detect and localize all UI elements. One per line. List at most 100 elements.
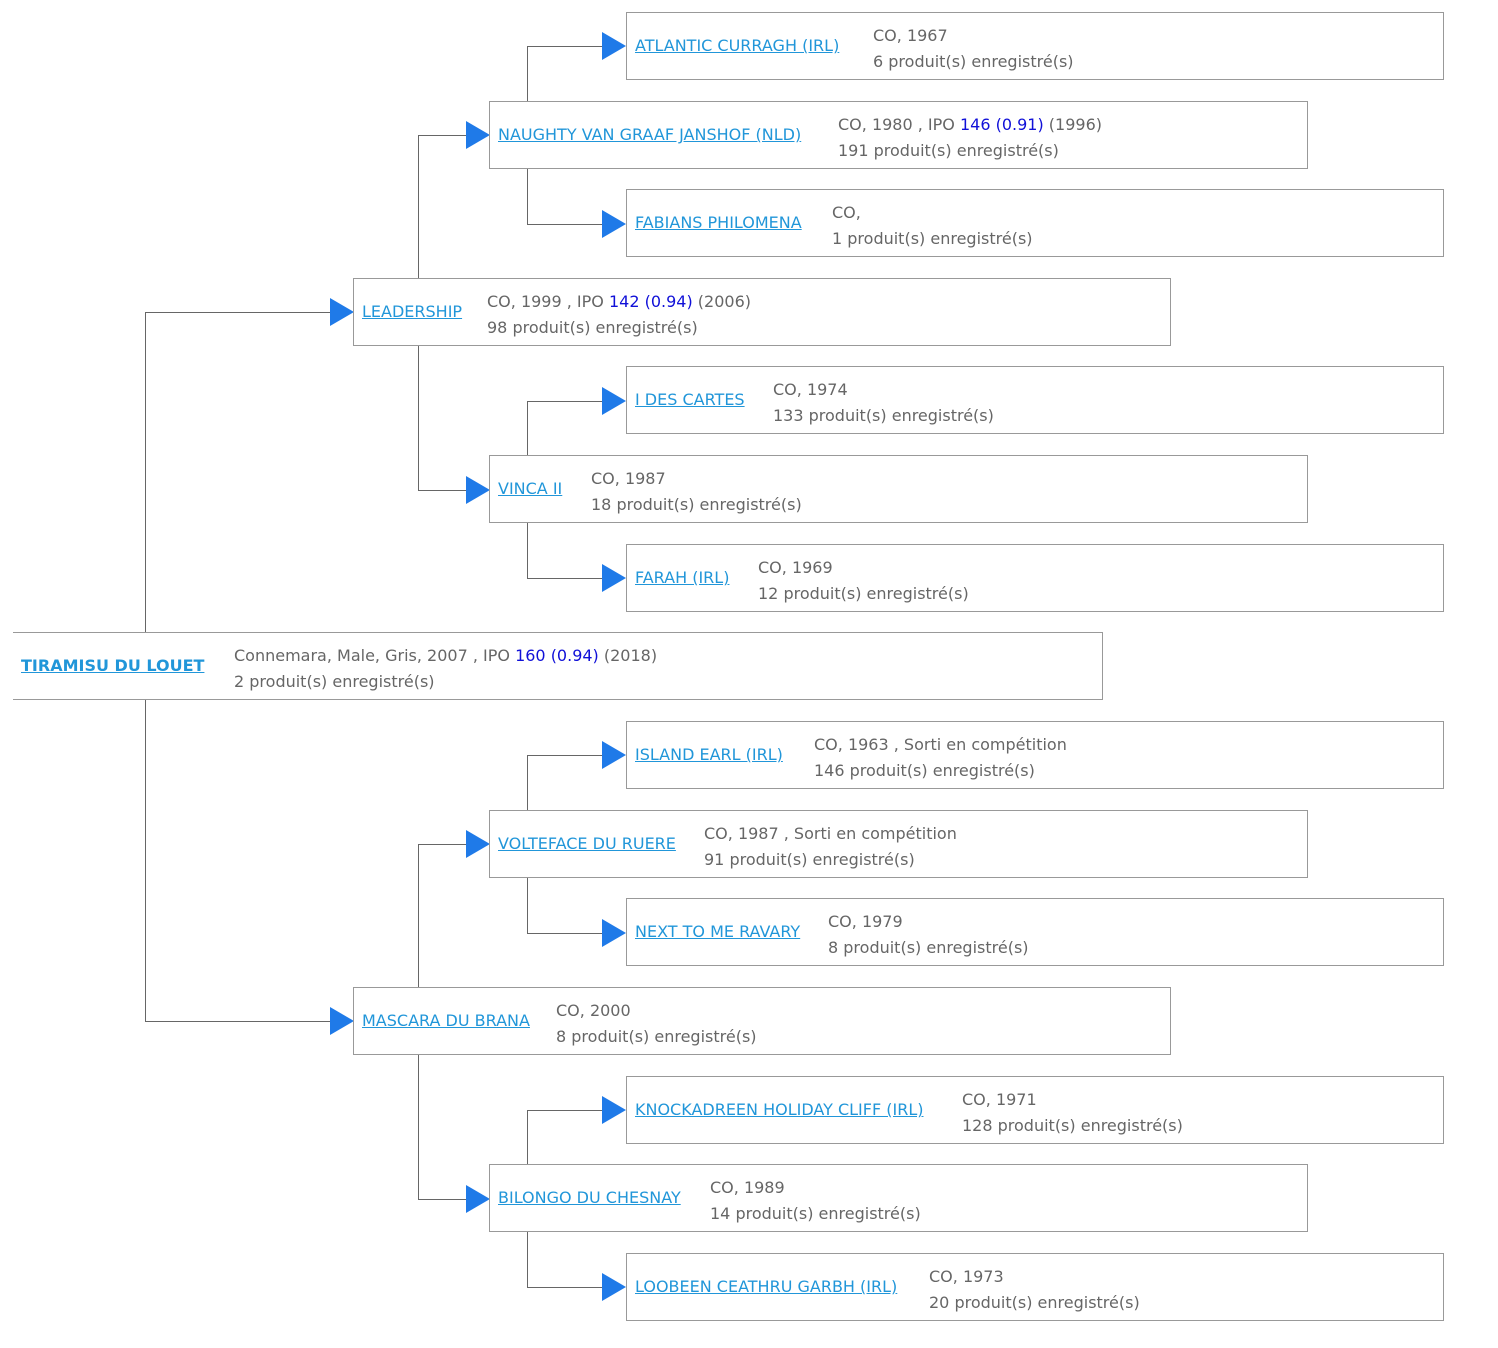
pedigree-box-dam-sire: VOLTEFACE DU RUERE CO, 1987 , Sorti en c… — [489, 810, 1308, 878]
pedigree-box-sire-sire: NAUGHTY VAN GRAAF JANSHOF (NLD) CO, 1980… — [489, 101, 1308, 169]
connector-line — [527, 578, 602, 579]
horse-products: 1 produit(s) enregistré(s) — [832, 229, 1033, 248]
connector-line — [527, 167, 528, 224]
pedigree-box-sire-dam-dam: FARAH (IRL) CO, 1969 12 produit(s) enreg… — [626, 544, 1444, 612]
connector-line — [418, 1199, 466, 1200]
horse-products: 128 produit(s) enregistré(s) — [962, 1116, 1183, 1135]
connector-line — [527, 755, 528, 810]
horse-info: CO, 1967 6 produit(s) enregistré(s) — [873, 23, 1074, 75]
horse-name-link[interactable]: I DES CARTES — [635, 390, 745, 409]
horse-info: CO, 1973 20 produit(s) enregistré(s) — [929, 1264, 1140, 1316]
horse-description: CO, 1989 — [710, 1178, 785, 1197]
connector-line — [145, 312, 330, 313]
pedigree-box-sire: LEADERSHIP CO, 1999 , IPO 142 (0.94) (20… — [353, 278, 1171, 346]
horse-name-link[interactable]: NEXT TO ME RAVARY — [635, 922, 801, 941]
horse-products: 14 produit(s) enregistré(s) — [710, 1204, 921, 1223]
horse-description: CO, 1969 — [758, 558, 833, 577]
horse-description: CO, 1980 , IPO 146 (0.91) (1996) — [838, 112, 1102, 138]
horse-info: CO, 1987 18 produit(s) enregistré(s) — [591, 466, 802, 518]
arrow-right-icon — [602, 210, 626, 238]
pedigree-box-sire-dam-sire: I DES CARTES CO, 1974 133 produit(s) enr… — [626, 366, 1444, 434]
pedigree-box-root: TIRAMISU DU LOUET Connemara, Male, Gris,… — [13, 632, 1103, 700]
connector-line — [527, 933, 602, 934]
connector-line — [527, 755, 602, 756]
ipo-value: 142 (0.94) — [608, 292, 693, 311]
horse-info: Connemara, Male, Gris, 2007 , IPO 160 (0… — [234, 643, 657, 695]
connector-line — [527, 521, 528, 578]
description-text: CO, 1980 , IPO — [838, 115, 960, 134]
horse-info: CO, 1963 , Sorti en compétition 146 prod… — [814, 732, 1067, 784]
description-year: (2006) — [692, 292, 751, 311]
arrow-right-icon — [466, 830, 490, 858]
pedigree-box-sire-sire-dam: FABIANS PHILOMENA CO, 1 produit(s) enreg… — [626, 189, 1444, 257]
pedigree-box-dam: MASCARA DU BRANA CO, 2000 8 produit(s) e… — [353, 987, 1171, 1055]
arrow-right-icon — [466, 1185, 490, 1213]
connector-line — [527, 401, 602, 402]
description-year: (1996) — [1043, 115, 1102, 134]
horse-products: 6 produit(s) enregistré(s) — [873, 52, 1074, 71]
horse-name-link[interactable]: ATLANTIC CURRAGH (IRL) — [635, 36, 840, 55]
connector-line — [418, 135, 419, 278]
horse-description: CO, 1973 — [929, 1267, 1004, 1286]
horse-info: CO, 1999 , IPO 142 (0.94) (2006) 98 prod… — [487, 289, 751, 341]
arrow-right-icon — [330, 1007, 354, 1035]
horse-name-link[interactable]: KNOCKADREEN HOLIDAY CLIFF (IRL) — [635, 1100, 924, 1119]
horse-name-link[interactable]: LOOBEEN CEATHRU GARBH (IRL) — [635, 1277, 898, 1296]
arrow-right-icon — [602, 1273, 626, 1301]
horse-products: 12 produit(s) enregistré(s) — [758, 584, 969, 603]
connector-line — [418, 344, 419, 490]
horse-name-link[interactable]: VINCA II — [498, 479, 563, 498]
ipo-value: 146 (0.91) — [959, 115, 1044, 134]
arrow-right-icon — [602, 564, 626, 592]
horse-description: CO, 1999 , IPO 142 (0.94) (2006) — [487, 289, 751, 315]
connector-line — [418, 844, 466, 845]
arrow-right-icon — [466, 476, 490, 504]
arrow-right-icon — [330, 298, 354, 326]
horse-products: 91 produit(s) enregistré(s) — [704, 850, 915, 869]
description-text: CO, 1999 , IPO — [487, 292, 609, 311]
connector-line — [527, 1287, 602, 1288]
horse-info: CO, 1987 , Sorti en compétition 91 produ… — [704, 821, 957, 873]
pedigree-box-dam-dam-dam: LOOBEEN CEATHRU GARBH (IRL) CO, 1973 20 … — [626, 1253, 1444, 1321]
connector-line — [418, 1053, 419, 1199]
horse-description: CO, 1979 — [828, 912, 903, 931]
horse-info: CO, 1 produit(s) enregistré(s) — [832, 200, 1033, 252]
horse-name-link[interactable]: FARAH (IRL) — [635, 568, 730, 587]
connector-line — [527, 876, 528, 933]
horse-name-link[interactable]: BILONGO DU CHESNAY — [498, 1188, 681, 1207]
connector-line — [145, 1021, 330, 1022]
horse-name-link[interactable]: FABIANS PHILOMENA — [635, 213, 802, 232]
connector-line — [418, 490, 466, 491]
horse-description: CO, 1987 , Sorti en compétition — [704, 824, 957, 843]
horse-products: 18 produit(s) enregistré(s) — [591, 495, 802, 514]
pedigree-box-dam-sire-dam: NEXT TO ME RAVARY CO, 1979 8 produit(s) … — [626, 898, 1444, 966]
pedigree-box-sire-dam: VINCA II CO, 1987 18 produit(s) enregist… — [489, 455, 1308, 523]
horse-name-link[interactable]: VOLTEFACE DU RUERE — [498, 834, 676, 853]
connector-line — [145, 312, 146, 632]
connector-line — [145, 699, 146, 1021]
horse-description: CO, 1987 — [591, 469, 666, 488]
connector-line — [527, 401, 528, 455]
horse-description: CO, 1963 , Sorti en compétition — [814, 735, 1067, 754]
description-text: Connemara, Male, Gris, 2007 , IPO — [234, 646, 516, 665]
arrow-right-icon — [602, 1096, 626, 1124]
arrow-right-icon — [602, 919, 626, 947]
horse-description: CO, 2000 — [556, 1001, 631, 1020]
horse-description: CO, 1971 — [962, 1090, 1037, 1109]
horse-name-link[interactable]: ISLAND EARL (IRL) — [635, 745, 783, 764]
arrow-right-icon — [602, 32, 626, 60]
horse-info: CO, 1980 , IPO 146 (0.91) (1996) 191 pro… — [838, 112, 1102, 164]
pedigree-box-dam-dam: BILONGO DU CHESNAY CO, 1989 14 produit(s… — [489, 1164, 1308, 1232]
horse-info: CO, 2000 8 produit(s) enregistré(s) — [556, 998, 757, 1050]
horse-name-link[interactable]: NAUGHTY VAN GRAAF JANSHOF (NLD) — [498, 125, 802, 144]
connector-line — [418, 135, 466, 136]
connector-line — [527, 1110, 528, 1164]
horse-products: 8 produit(s) enregistré(s) — [556, 1027, 757, 1046]
pedigree-box-sire-sire-sire: ATLANTIC CURRAGH (IRL) CO, 1967 6 produi… — [626, 12, 1444, 80]
ipo-value: 160 (0.94) — [515, 646, 599, 665]
horse-name-link[interactable]: MASCARA DU BRANA — [362, 1011, 530, 1030]
horse-name-link[interactable]: TIRAMISU DU LOUET — [21, 656, 205, 675]
horse-name-link[interactable]: LEADERSHIP — [362, 302, 463, 321]
connector-line — [527, 46, 602, 47]
